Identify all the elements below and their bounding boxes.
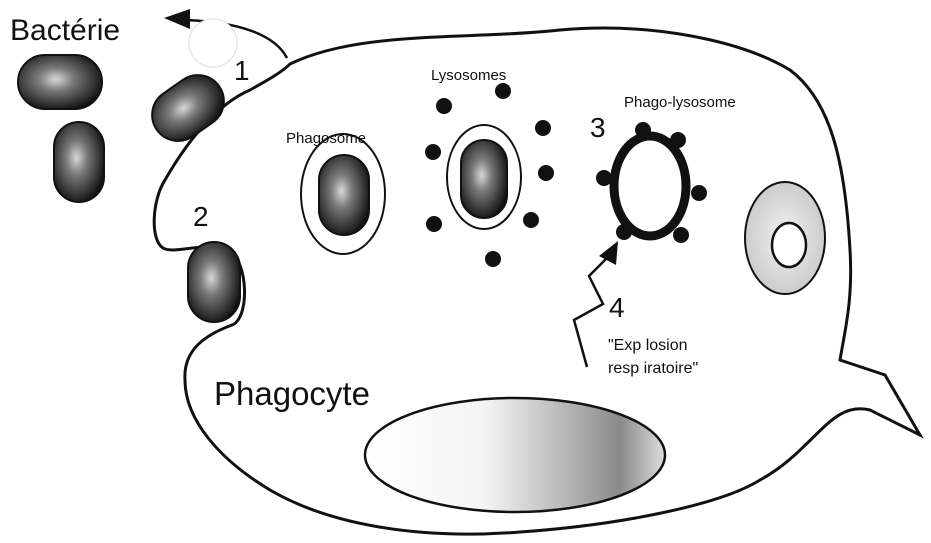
label-lysosomes: Lysosomes [431,67,506,84]
stippled-organelle-core [772,223,806,267]
bacterium-engulfing [188,242,240,322]
phagolysosome-granule [673,227,689,243]
label-step-4: 4 [609,292,625,323]
lysosome-granule [495,83,511,99]
phagosome-bacterium [319,155,369,235]
label-phagocyte: Phagocyte [214,375,370,412]
lysosome-bacterium [461,140,507,218]
bacterium-outside-1 [18,55,102,109]
lysosome-granule [538,165,554,181]
bacterium-ghost [189,19,237,67]
label-step-3: 3 [590,112,606,143]
lysosome-granule [485,251,501,267]
bacterium-attaching [142,65,234,151]
phagolysosome-granule [616,224,632,240]
bacterium-outside-2 [54,122,104,202]
label-phago-lysosome: Phago-lysosome [624,94,736,111]
respiratory-burst-arrow [574,256,609,367]
phagolysosome-granule [670,132,686,148]
phagolysosome-granule [635,122,651,138]
lysosome-granule [523,212,539,228]
phagolysosome-granule [691,185,707,201]
label-step-1: 1 [234,55,250,86]
label-explosion-line1: "Exp losion [608,337,688,354]
label-phagosome: Phagosome [286,130,366,147]
label-bacterie: Bactérie [10,14,120,47]
detach-arrow-head [164,9,190,29]
label-explosion-line2: resp iratoire" [608,360,698,377]
lysosome-granule [535,120,551,136]
lysosome-granule [426,216,442,232]
label-step-2: 2 [193,201,209,232]
nucleus [365,398,665,512]
phagolysosome-granule [596,170,612,186]
lysosome-granule [425,144,441,160]
lysosome-granule [436,98,452,114]
phagolysosome-vesicle [614,136,686,236]
